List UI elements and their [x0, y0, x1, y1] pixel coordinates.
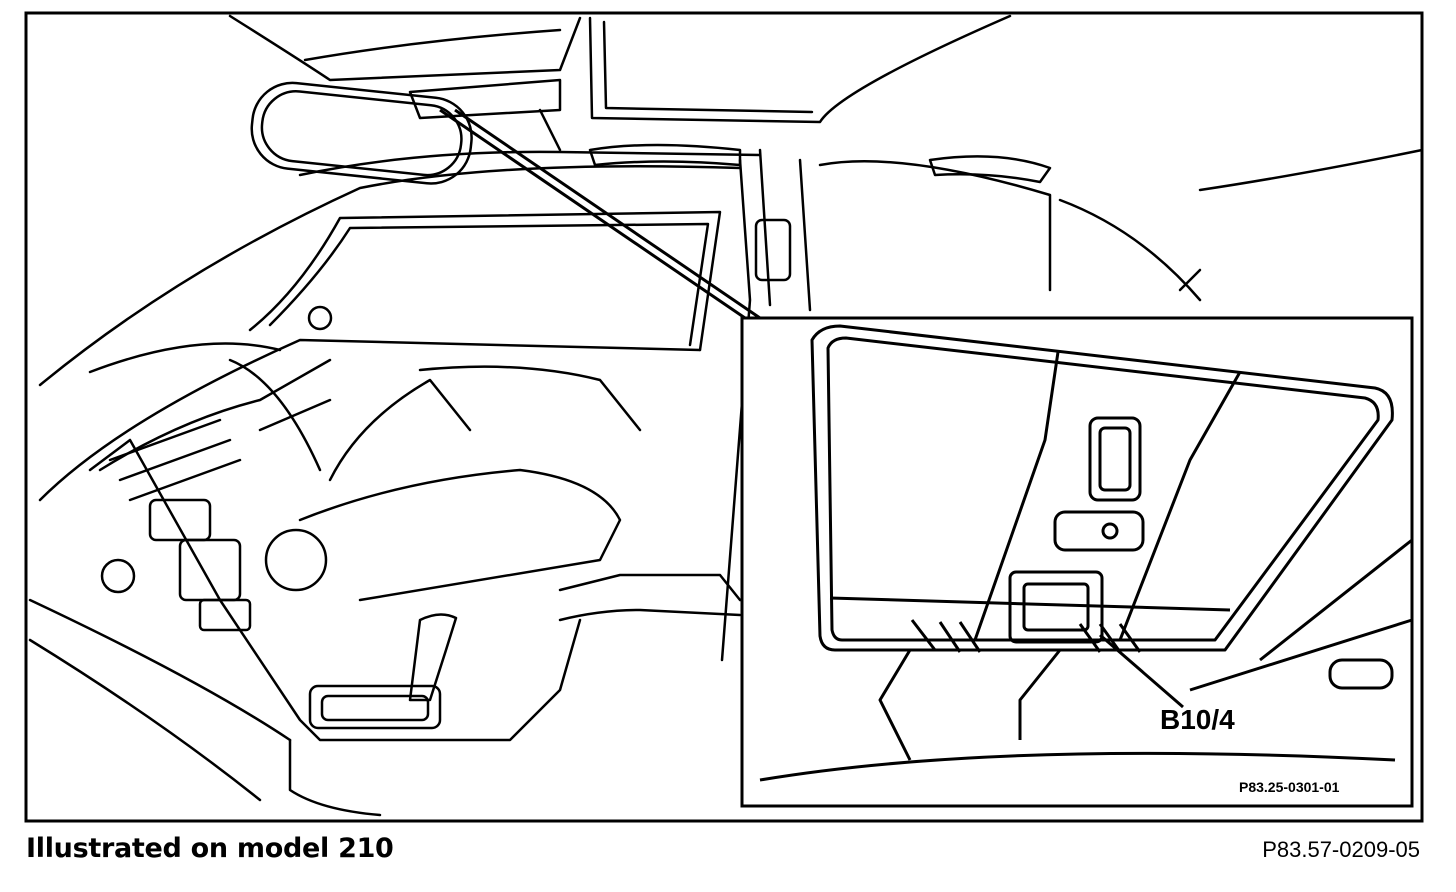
car-interior-illustration — [28, 14, 1424, 817]
inset-figure-code: P83.25-0301-01 — [1239, 779, 1340, 795]
figure-caption: Illustrated on model 210 — [26, 833, 394, 864]
leader-line — [439, 108, 761, 320]
figure-code: P83.57-0209-05 — [1262, 837, 1420, 862]
outer-border — [24, 11, 1424, 823]
b10-4-pointer-line — [1099, 633, 1184, 709]
component-label-b10-4: B10/4 — [1160, 704, 1235, 735]
inset-overhead-panel — [759, 324, 1413, 782]
inset-frame — [740, 316, 1414, 808]
